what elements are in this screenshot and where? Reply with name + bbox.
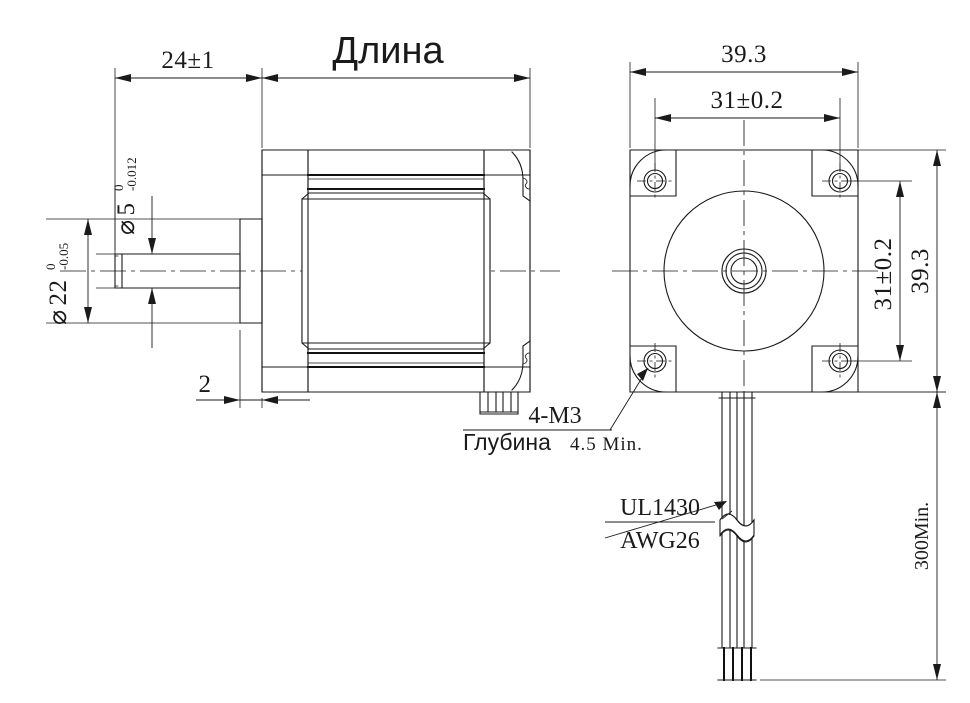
dimension-shaft-dia: ⌀5 0 -0.012 bbox=[96, 157, 156, 348]
callout-label-4-m3: 4-M3 bbox=[528, 403, 581, 429]
arrow-lead-top bbox=[933, 392, 941, 408]
side-view-connector bbox=[480, 392, 518, 414]
arrow-31-h-left bbox=[655, 114, 671, 122]
leader-line-wire-b bbox=[721, 510, 733, 520]
arrow-pilot-dia-bot bbox=[84, 307, 92, 323]
dim-label-pilot-dia-group: ⌀ 22 0 -0.05 bbox=[43, 243, 72, 325]
rear-corner-relief-bot bbox=[512, 341, 530, 390]
output-shaft bbox=[115, 254, 240, 288]
mounting-hole-bottom-left bbox=[637, 343, 673, 379]
front-pilot-boss-circle bbox=[664, 191, 824, 351]
pilot-dia-tol-lower: -0.05 bbox=[56, 243, 71, 270]
wire-bundle-group bbox=[718, 392, 756, 681]
arrow-2-left bbox=[224, 396, 240, 404]
shaft-end-detail bbox=[114, 255, 119, 287]
dimension-width-39-3: 39.3 bbox=[630, 41, 858, 76]
wire-break-curve-bot bbox=[720, 530, 754, 542]
dimension-2: 2 bbox=[196, 330, 310, 408]
dim-label-2: 2 bbox=[199, 371, 212, 398]
shaft-bore-ring-inner bbox=[731, 258, 757, 284]
shaft-bore-ring-mid bbox=[726, 253, 762, 289]
dimension-pilot-dia: ⌀ 22 0 -0.05 bbox=[43, 218, 248, 325]
corner-arc-top-left bbox=[630, 150, 666, 186]
dim-label-lead-length: 300Min. bbox=[911, 502, 933, 570]
leader-line-wire bbox=[604, 501, 727, 539]
corner-arc-bot-left bbox=[630, 356, 666, 392]
arrow-39-3-v-top bbox=[933, 150, 941, 166]
arrow-31-v-bot bbox=[896, 345, 904, 361]
rear-corner-relief-top bbox=[512, 152, 530, 201]
callout-wire-spec: UL1430 AWG26 bbox=[604, 495, 733, 554]
corner-arc-top-right bbox=[822, 150, 858, 186]
arrow-31-v-top bbox=[896, 181, 904, 197]
corner-pad-top-left bbox=[630, 150, 676, 196]
leader-arrow-thread bbox=[637, 368, 648, 381]
pilot-dia-tol-upper: 0 bbox=[43, 264, 58, 271]
arrow-31-h-right bbox=[824, 114, 840, 122]
arrow-shaft-dia-bot bbox=[148, 288, 156, 304]
callout-thread: 4-M3 Глубина 4.5 Min. bbox=[463, 367, 649, 455]
callout-label-ul1430: UL1430 bbox=[620, 495, 700, 521]
arrow-shaft-dia-top bbox=[148, 238, 156, 254]
dim-label-39-3-h: 39.3 bbox=[721, 41, 767, 68]
dim-label-length-title: Длина bbox=[332, 30, 444, 72]
dimension-length: Длина bbox=[262, 30, 530, 82]
dim-label-24: 24±1 bbox=[161, 47, 214, 74]
shaft-dia-tol-upper: 0 bbox=[111, 185, 126, 192]
pilot-dia-value: 22 bbox=[45, 279, 72, 305]
callout-label-depth-value: 4.5 Min. bbox=[570, 434, 643, 455]
dimension-height-39-3: 39.3 bbox=[907, 150, 941, 392]
dimension-lead-length: 300Min. bbox=[760, 391, 946, 681]
corner-pad-bot-left bbox=[630, 346, 676, 392]
connector-body bbox=[480, 392, 518, 414]
callouts-group: 4-M3 Глубина 4.5 Min. UL1430 AWG26 bbox=[463, 367, 733, 554]
arrow-39-3-v-bot bbox=[933, 376, 941, 392]
dim-label-31-v: 31±0.2 bbox=[870, 238, 897, 311]
dim-label-shaft-dia-group: ⌀5 0 -0.012 bbox=[111, 157, 140, 235]
shaft-dia-tol-lower: -0.012 bbox=[124, 157, 139, 191]
corner-pad-bot-right bbox=[812, 346, 858, 392]
corner-pad-top-right bbox=[812, 150, 858, 196]
corner-arc-bot-right bbox=[822, 356, 858, 392]
rear-corner-relief-detail-bot bbox=[522, 352, 530, 365]
dim-label-39-3-v: 39.3 bbox=[907, 248, 934, 294]
arrow-24-right bbox=[246, 74, 262, 82]
arrow-24-left bbox=[115, 74, 131, 82]
rear-corner-relief-detail-top bbox=[522, 177, 530, 190]
leader-arrow-wire bbox=[714, 501, 727, 510]
dim-label-31-h: 31±0.2 bbox=[711, 87, 784, 114]
shaft-dia-symbol: ⌀ bbox=[113, 219, 140, 235]
arrow-2-right bbox=[262, 396, 278, 404]
arrow-39-3-h-right bbox=[842, 68, 858, 76]
callout-label-awg26: AWG26 bbox=[620, 528, 699, 554]
shaft-dia-symbol-value: ⌀5 bbox=[113, 202, 140, 235]
dimension-24: 24±1 bbox=[115, 47, 262, 82]
callout-label-depth-ru: Глубина bbox=[463, 429, 551, 455]
pilot-dia-symbol-value: ⌀ 22 bbox=[45, 279, 72, 325]
arrow-length-left bbox=[262, 74, 278, 82]
front-view-group: 39.3 31±0.2 31±0.2 39.3 bbox=[612, 41, 946, 681]
dimension-pitch-31-h: 31±0.2 bbox=[655, 87, 840, 122]
arrow-length-right bbox=[514, 74, 530, 82]
wire-break-curve-top bbox=[720, 514, 754, 526]
rotor-housing-face bbox=[302, 199, 490, 343]
arrow-39-3-h-left bbox=[630, 68, 646, 76]
shaft-bore-ring-outer bbox=[722, 249, 766, 293]
arrow-lead-bot bbox=[933, 664, 941, 680]
arrow-pilot-dia-top bbox=[84, 219, 92, 235]
pilot-dia-symbol: ⌀ bbox=[45, 309, 72, 325]
shaft-dia-value: 5 bbox=[113, 202, 140, 215]
side-view-group: 24±1 Длина 2 bbox=[43, 30, 560, 414]
dimension-pitch-31-v: 31±0.2 bbox=[870, 181, 904, 361]
